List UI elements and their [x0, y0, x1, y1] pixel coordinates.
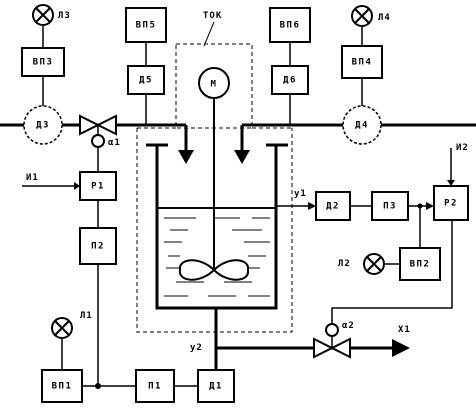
p1-label: П1 [148, 382, 162, 392]
valve-a2-icon [313, 323, 351, 359]
tok-title: ТОК [203, 11, 222, 21]
r2-label: Р2 [444, 199, 458, 209]
flowmeter-d4-label: Д4 [355, 121, 369, 131]
p3-label: П3 [383, 202, 397, 212]
motor-label: М [211, 80, 218, 90]
lamp-l4-icon [351, 5, 373, 27]
d6-label: Д6 [283, 76, 297, 86]
vp6-block [269, 7, 311, 43]
d1-label: Д1 [209, 382, 223, 392]
vp5-label: ВП5 [136, 21, 157, 31]
vp3-label: ВП3 [33, 58, 54, 68]
r2-block [433, 185, 469, 221]
d5-label: Д5 [139, 76, 153, 86]
y1-label: у1 [294, 189, 307, 199]
tok-title-leader [203, 21, 215, 47]
y1-signal-arrow [308, 202, 316, 210]
r2-to-valve-a2-line [331, 202, 453, 324]
p3-block [371, 191, 409, 221]
inlet2-arrow [234, 150, 250, 164]
u1-input-arrow [74, 182, 80, 190]
vp1-label: ВП1 [52, 382, 73, 392]
vp1-block [41, 369, 83, 403]
d6-block [271, 65, 309, 95]
liquid-hatching [164, 217, 270, 297]
stirrer-impeller [178, 259, 250, 281]
u1-label: И1 [26, 173, 39, 183]
vp6-label: ВП6 [280, 21, 301, 31]
l3-label: Л3 [58, 11, 71, 21]
x1-label: Х1 [398, 325, 411, 335]
tank-walls [155, 145, 278, 310]
d1-block [197, 369, 235, 403]
p2-block [79, 227, 117, 265]
junction-node [95, 383, 101, 389]
l2-label: Л2 [338, 259, 351, 269]
lamp-l3-icon [32, 4, 54, 26]
vp4-label: ВП4 [352, 58, 373, 68]
p2-label: П2 [91, 242, 105, 252]
vp5-block [125, 7, 167, 43]
p1-block [135, 369, 175, 403]
l1-label: Л1 [80, 311, 93, 321]
inlet-arrow [178, 150, 194, 164]
valve-a1-icon [79, 114, 117, 148]
outlet-arrow [392, 339, 410, 357]
vp2-label: ВП2 [410, 260, 431, 270]
r1-label: Р1 [91, 182, 105, 192]
flowmeter-d3-label: Д3 [36, 121, 50, 131]
a2-label: α2 [342, 321, 355, 331]
l4-label: Л4 [378, 13, 391, 23]
y2-label: у2 [190, 343, 203, 353]
p3-r2-arrow [426, 202, 434, 210]
u2-input-arrow [447, 180, 455, 186]
lamp-l1-icon [51, 317, 73, 339]
lamp-l2-icon [363, 253, 385, 275]
a1-label: α1 [108, 138, 121, 148]
u2-label: И2 [456, 143, 469, 153]
d2-label: Д2 [326, 202, 340, 212]
vp4-block [341, 45, 383, 79]
flowmeter-d3-circle [23, 105, 63, 145]
vp3-block [21, 47, 65, 77]
flowmeter-d4-circle [342, 105, 382, 145]
